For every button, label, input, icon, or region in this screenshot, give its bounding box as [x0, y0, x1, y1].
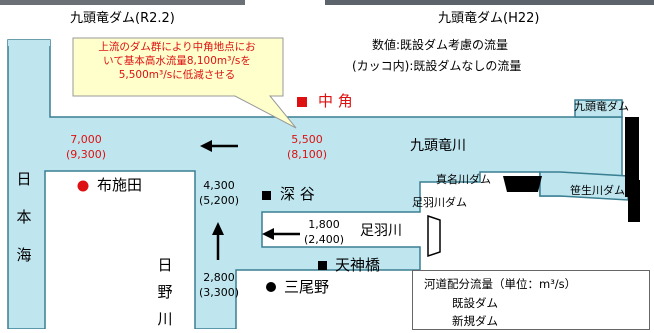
sasou-dam-symbol: [628, 180, 640, 222]
hino-char-2: 野: [157, 283, 173, 301]
callout-box: [72, 37, 297, 129]
label-fuseda: 布施田: [97, 176, 143, 194]
flow-hino-upper-with-dam: 4,300: [203, 179, 235, 192]
label-kuzuryu-dam: 九頭竜ダム: [574, 100, 629, 113]
arrow-main-head: [200, 140, 212, 152]
title-left: 九頭竜ダム(R2.2): [70, 11, 175, 26]
label-asuwa-river: 足羽川: [360, 223, 402, 239]
flow-nakatsuno-with-dam: 5,500: [291, 133, 323, 146]
river-network: [7, 39, 629, 329]
flow-asuwa-with-dam: 1,800: [308, 218, 340, 231]
label-manago-dam: 真名川ダム: [436, 173, 491, 186]
label-fukaya: 深 谷: [280, 185, 315, 203]
flow-asuwa-no-dam: (2,400): [303, 233, 345, 246]
label-tenjinbashi: 天神橋: [335, 256, 381, 274]
flow-mouth-with-dam: 7,000: [70, 133, 102, 146]
sea-char-3: 海: [16, 246, 32, 264]
flow-mouth: 7,000 (9,300): [64, 134, 108, 160]
legend-title: 河道配分流量（単位：m³/s）: [424, 277, 577, 291]
manago-dam-symbol: [503, 176, 542, 192]
callout-line-2: いて基本高水流量8,100m³/sを: [103, 55, 251, 67]
sea-top-band: [8, 40, 50, 46]
flow-arrows: [200, 140, 300, 260]
title-right: 九頭竜ダム(H22): [438, 11, 540, 26]
callout-line-1: 上流のダム群により中角地点にお: [98, 41, 256, 53]
hino-char-1: 日: [157, 256, 173, 274]
asuwa-dam-symbol: [427, 214, 441, 258]
flow-mouth-no-dam: (9,300): [65, 148, 107, 161]
nakatsuno-marker: [297, 97, 307, 107]
callout-line-3: 5,500m³/sに低減させる: [118, 69, 236, 81]
flow-hino-upper: 4,300 (5,200): [197, 180, 241, 206]
flow-nakatsuno: 5,500 (8,100): [285, 134, 329, 160]
flow-asuwa: 1,800 (2,400): [302, 219, 346, 245]
label-sea: 日 本 海: [16, 160, 32, 274]
legend-note-parens: (カッコ内):既設ダムなしの流量: [352, 59, 522, 73]
arrow-asuwa-head: [262, 228, 274, 240]
fuseda-marker: [77, 180, 89, 192]
sea-char-1: 日: [16, 170, 32, 188]
legend-box: [412, 270, 650, 330]
label-hino-river: 日 野 川: [157, 252, 173, 333]
kuzuryu-dam-reach: [574, 99, 623, 118]
fukaya-marker: [262, 191, 271, 200]
hino-char-3: 川: [157, 310, 173, 328]
kuzuryu-dam-symbol: [625, 117, 639, 197]
label-kuzuryu-river: 九頭竜川: [410, 138, 466, 154]
legend-note-numbers: 数値:既設ダム考慮の流量: [372, 38, 509, 52]
main-river-channel: [7, 39, 623, 329]
legend-existing-label: 既設ダム: [452, 296, 498, 310]
tenjinbashi-marker: [318, 261, 327, 270]
flow-nakatsuno-no-dam: (8,100): [286, 148, 328, 161]
photo-strip-left: [0, 0, 245, 5]
mionoya-marker: [266, 282, 276, 292]
callout-text: 上流のダム群により中角地点にお いて基本高水流量8,100m³/sを 5,500…: [77, 40, 277, 82]
label-mionoya: 三尾野: [284, 278, 330, 296]
photo-strip-right: [325, 0, 654, 5]
legend-new-label: 新規ダム: [452, 314, 498, 328]
flow-hino-lower: 2,800 (3,300): [197, 272, 241, 298]
sea-char-2: 本: [16, 208, 32, 226]
label-asuwa-dam: 足羽川ダム: [412, 196, 467, 209]
flow-hino-lower-with-dam: 2,800: [203, 271, 235, 284]
flow-hino-upper-no-dam: (5,200): [198, 194, 240, 207]
flow-hino-lower-no-dam: (3,300): [198, 286, 240, 299]
label-nakatsuno: 中 角: [318, 92, 353, 110]
label-sasou-dam: 笹生川ダム: [570, 184, 625, 197]
arrow-hino-head: [212, 222, 224, 235]
